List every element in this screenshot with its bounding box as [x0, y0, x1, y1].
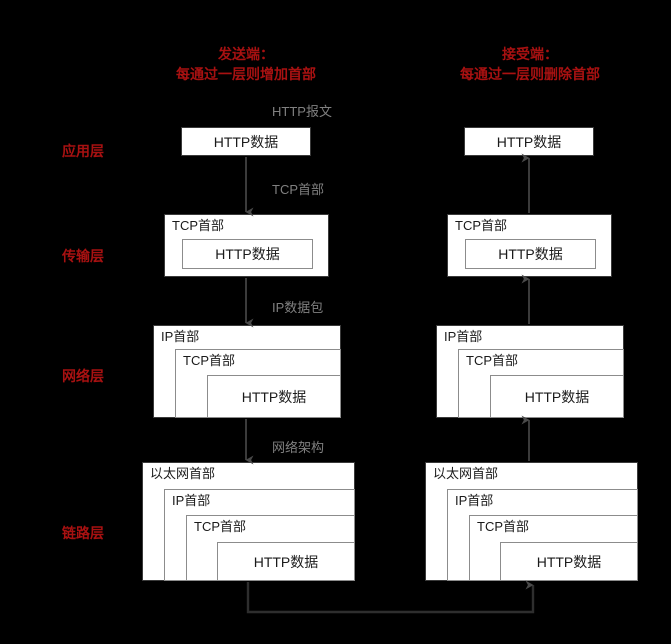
sender-transport-payload-label: HTTP数据	[215, 246, 280, 262]
receiver-link-payload-label: HTTP数据	[536, 553, 602, 570]
sender-network-payload-label: HTTP数据	[241, 388, 307, 405]
receiver-transport-header-label: TCP首部	[455, 218, 508, 233]
sender-link-tcp-segment: TCP首部 HTTP数据	[186, 515, 355, 581]
arrow-physical-medium-link	[246, 580, 535, 614]
sender-network-ip-header-label: IP首部	[161, 329, 200, 344]
annotation-ip-packet: IP数据包	[272, 300, 324, 315]
sender-link-tcp-header-label: TCP首部	[194, 519, 247, 534]
receiver-link-ip-packet: IP首部 TCP首部 HTTP数据	[447, 489, 638, 581]
sender-network-tcp-header-label: TCP首部	[183, 353, 236, 368]
layer-label-application: 应用层	[62, 143, 104, 159]
receiver-link-tcp-segment: TCP首部 HTTP数据	[469, 515, 638, 581]
receiver-network-tcp-header-label: TCP首部	[466, 353, 519, 368]
sender-network-pdu: IP首部 TCP首部 HTTP数据	[153, 325, 341, 418]
sender-column-title: 发送端： 每通过一层则增加首部	[152, 44, 340, 84]
receiver-network-payload-label: HTTP数据	[524, 388, 590, 405]
sender-link-payload: HTTP数据	[217, 542, 355, 581]
receiver-column-title: 接受端： 每通过一层则删除首部	[436, 44, 624, 84]
receiver-transport-pdu: TCP首部 HTTP数据	[447, 214, 612, 277]
sender-title-line2: 每通过一层则增加首部	[176, 66, 316, 82]
annotation-http-message: HTTP报文	[272, 104, 332, 119]
sender-link-ip-header-label: IP首部	[172, 493, 211, 508]
sender-transport-pdu: TCP首部 HTTP数据	[164, 214, 329, 277]
receiver-link-tcp-header-label: TCP首部	[477, 519, 530, 534]
receiver-application-pdu: HTTP数据	[464, 127, 594, 156]
sender-link-ethernet-header-label: 以太网首部	[150, 466, 216, 481]
receiver-application-payload-label: HTTP数据	[496, 133, 562, 150]
receiver-transport-payload-label: HTTP数据	[498, 246, 563, 262]
sender-link-payload-label: HTTP数据	[253, 553, 319, 570]
annotation-tcp-header: TCP首部	[272, 182, 325, 197]
sender-title-line1: 发送端：	[218, 46, 274, 62]
receiver-title-line1: 接受端：	[502, 46, 558, 62]
receiver-link-ethernet-header-label: 以太网首部	[433, 466, 499, 481]
sender-link-ip-packet: IP首部 TCP首部 HTTP数据	[164, 489, 355, 581]
receiver-link-ip-header-label: IP首部	[455, 493, 494, 508]
sender-application-payload-label: HTTP数据	[213, 133, 279, 150]
sender-network-tcp-segment: TCP首部 HTTP数据	[175, 349, 341, 418]
receiver-network-ip-header-label: IP首部	[444, 329, 483, 344]
annotation-network-frame: 网络架构	[272, 440, 325, 455]
receiver-title-line2: 每通过一层则删除首部	[460, 66, 600, 82]
layer-label-link: 链路层	[62, 525, 104, 541]
layer-label-network: 网络层	[62, 368, 104, 384]
receiver-transport-payload: HTTP数据	[465, 239, 596, 269]
receiver-network-pdu: IP首部 TCP首部 HTTP数据	[436, 325, 624, 418]
sender-link-pdu: 以太网首部 IP首部 TCP首部 HTTP数据	[142, 462, 355, 581]
sender-application-pdu: HTTP数据	[181, 127, 311, 156]
receiver-network-payload: HTTP数据	[490, 375, 624, 418]
receiver-link-payload: HTTP数据	[500, 542, 638, 581]
sender-network-payload: HTTP数据	[207, 375, 341, 418]
receiver-link-pdu: 以太网首部 IP首部 TCP首部 HTTP数据	[425, 462, 638, 581]
sender-transport-payload: HTTP数据	[182, 239, 313, 269]
receiver-network-tcp-segment: TCP首部 HTTP数据	[458, 349, 624, 418]
sender-transport-header-label: TCP首部	[172, 218, 225, 233]
layer-label-transport: 传输层	[62, 248, 104, 264]
